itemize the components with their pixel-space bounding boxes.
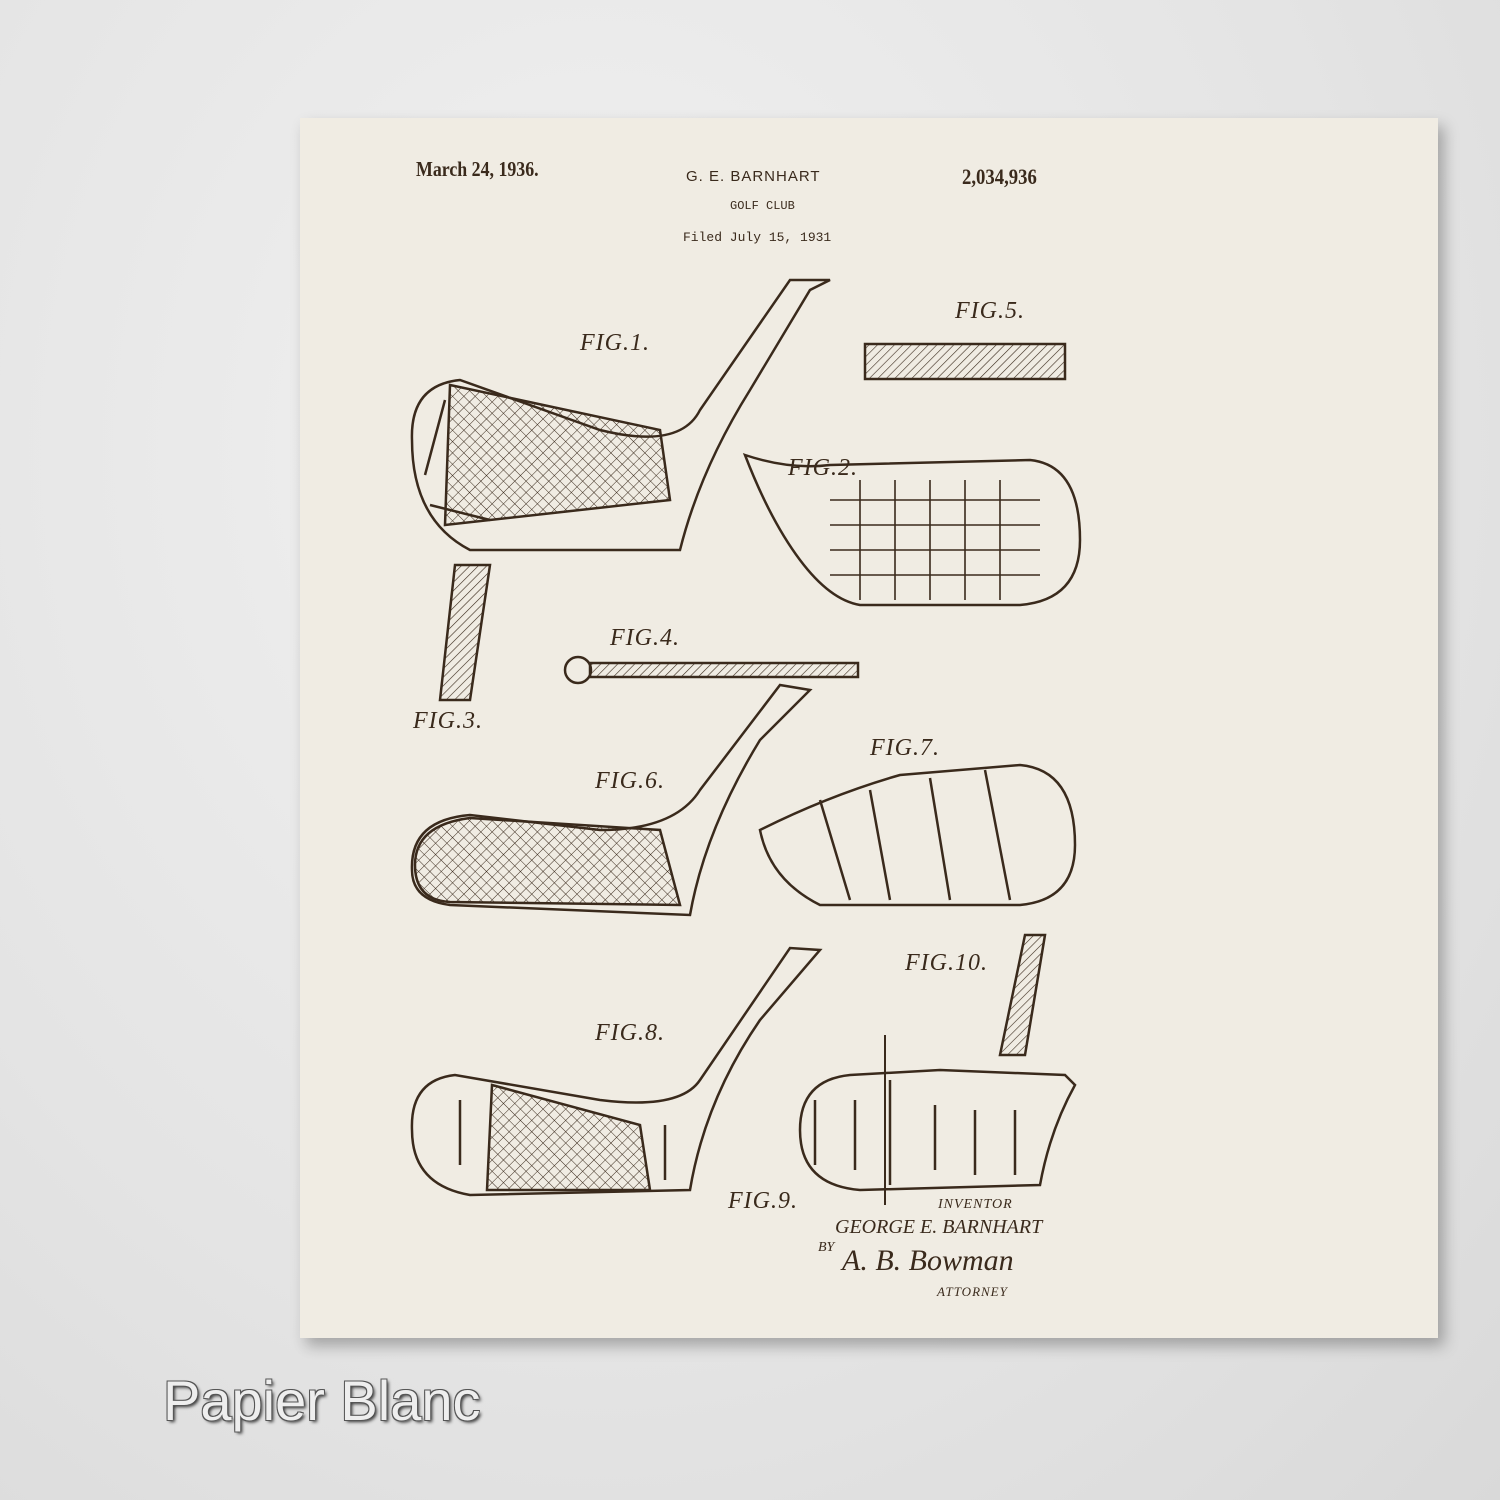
fig-10-drawing xyxy=(998,933,1047,1057)
fig-8-label: FIG.8. xyxy=(595,1020,665,1046)
attorney-label: ATTORNEY xyxy=(937,1284,1008,1299)
fig-3-label: FIG.3. xyxy=(413,708,483,734)
fig-2-label: FIG.2. xyxy=(788,455,858,481)
patent-number: 2,034,936 xyxy=(962,164,1037,189)
filed-date: Filed July 15, 1931 xyxy=(683,230,832,245)
fig-6-drawing xyxy=(410,683,813,917)
patent-title: GOLF CLUB xyxy=(730,199,795,213)
inventor-label: INVENTOR xyxy=(938,1197,1013,1212)
fig-5-drawing xyxy=(863,342,1067,381)
fig-9-label: FIG.9. xyxy=(728,1188,798,1214)
fig-4-drawing xyxy=(563,655,860,685)
patent-date: March 24, 1936. xyxy=(416,157,539,181)
fig-9-drawing xyxy=(798,1035,1077,1205)
inventor-name: GEORGE E. BARNHART xyxy=(835,1216,1043,1238)
fig-4-label: FIG.4. xyxy=(610,625,680,651)
fig-5-label: FIG.5. xyxy=(955,298,1025,324)
by-label: BY xyxy=(818,1240,835,1255)
fig-1-label: FIG.1. xyxy=(580,330,650,356)
fig-8-drawing xyxy=(410,946,823,1197)
fig-6-label: FIG.6. xyxy=(595,768,665,794)
inventor-short: G. E. BARNHART xyxy=(686,168,821,185)
fig-10-label: FIG.10. xyxy=(905,950,988,976)
paper-type-caption: Papier Blanc xyxy=(163,1369,481,1432)
fig-2-drawing xyxy=(742,452,1082,607)
fig-7-label: FIG.7. xyxy=(870,735,940,761)
fig-1-drawing xyxy=(410,278,831,552)
fig-7-drawing xyxy=(758,763,1077,907)
attorney-signature: A. B. Bowman xyxy=(842,1244,1014,1277)
fig-3-drawing xyxy=(438,563,492,702)
